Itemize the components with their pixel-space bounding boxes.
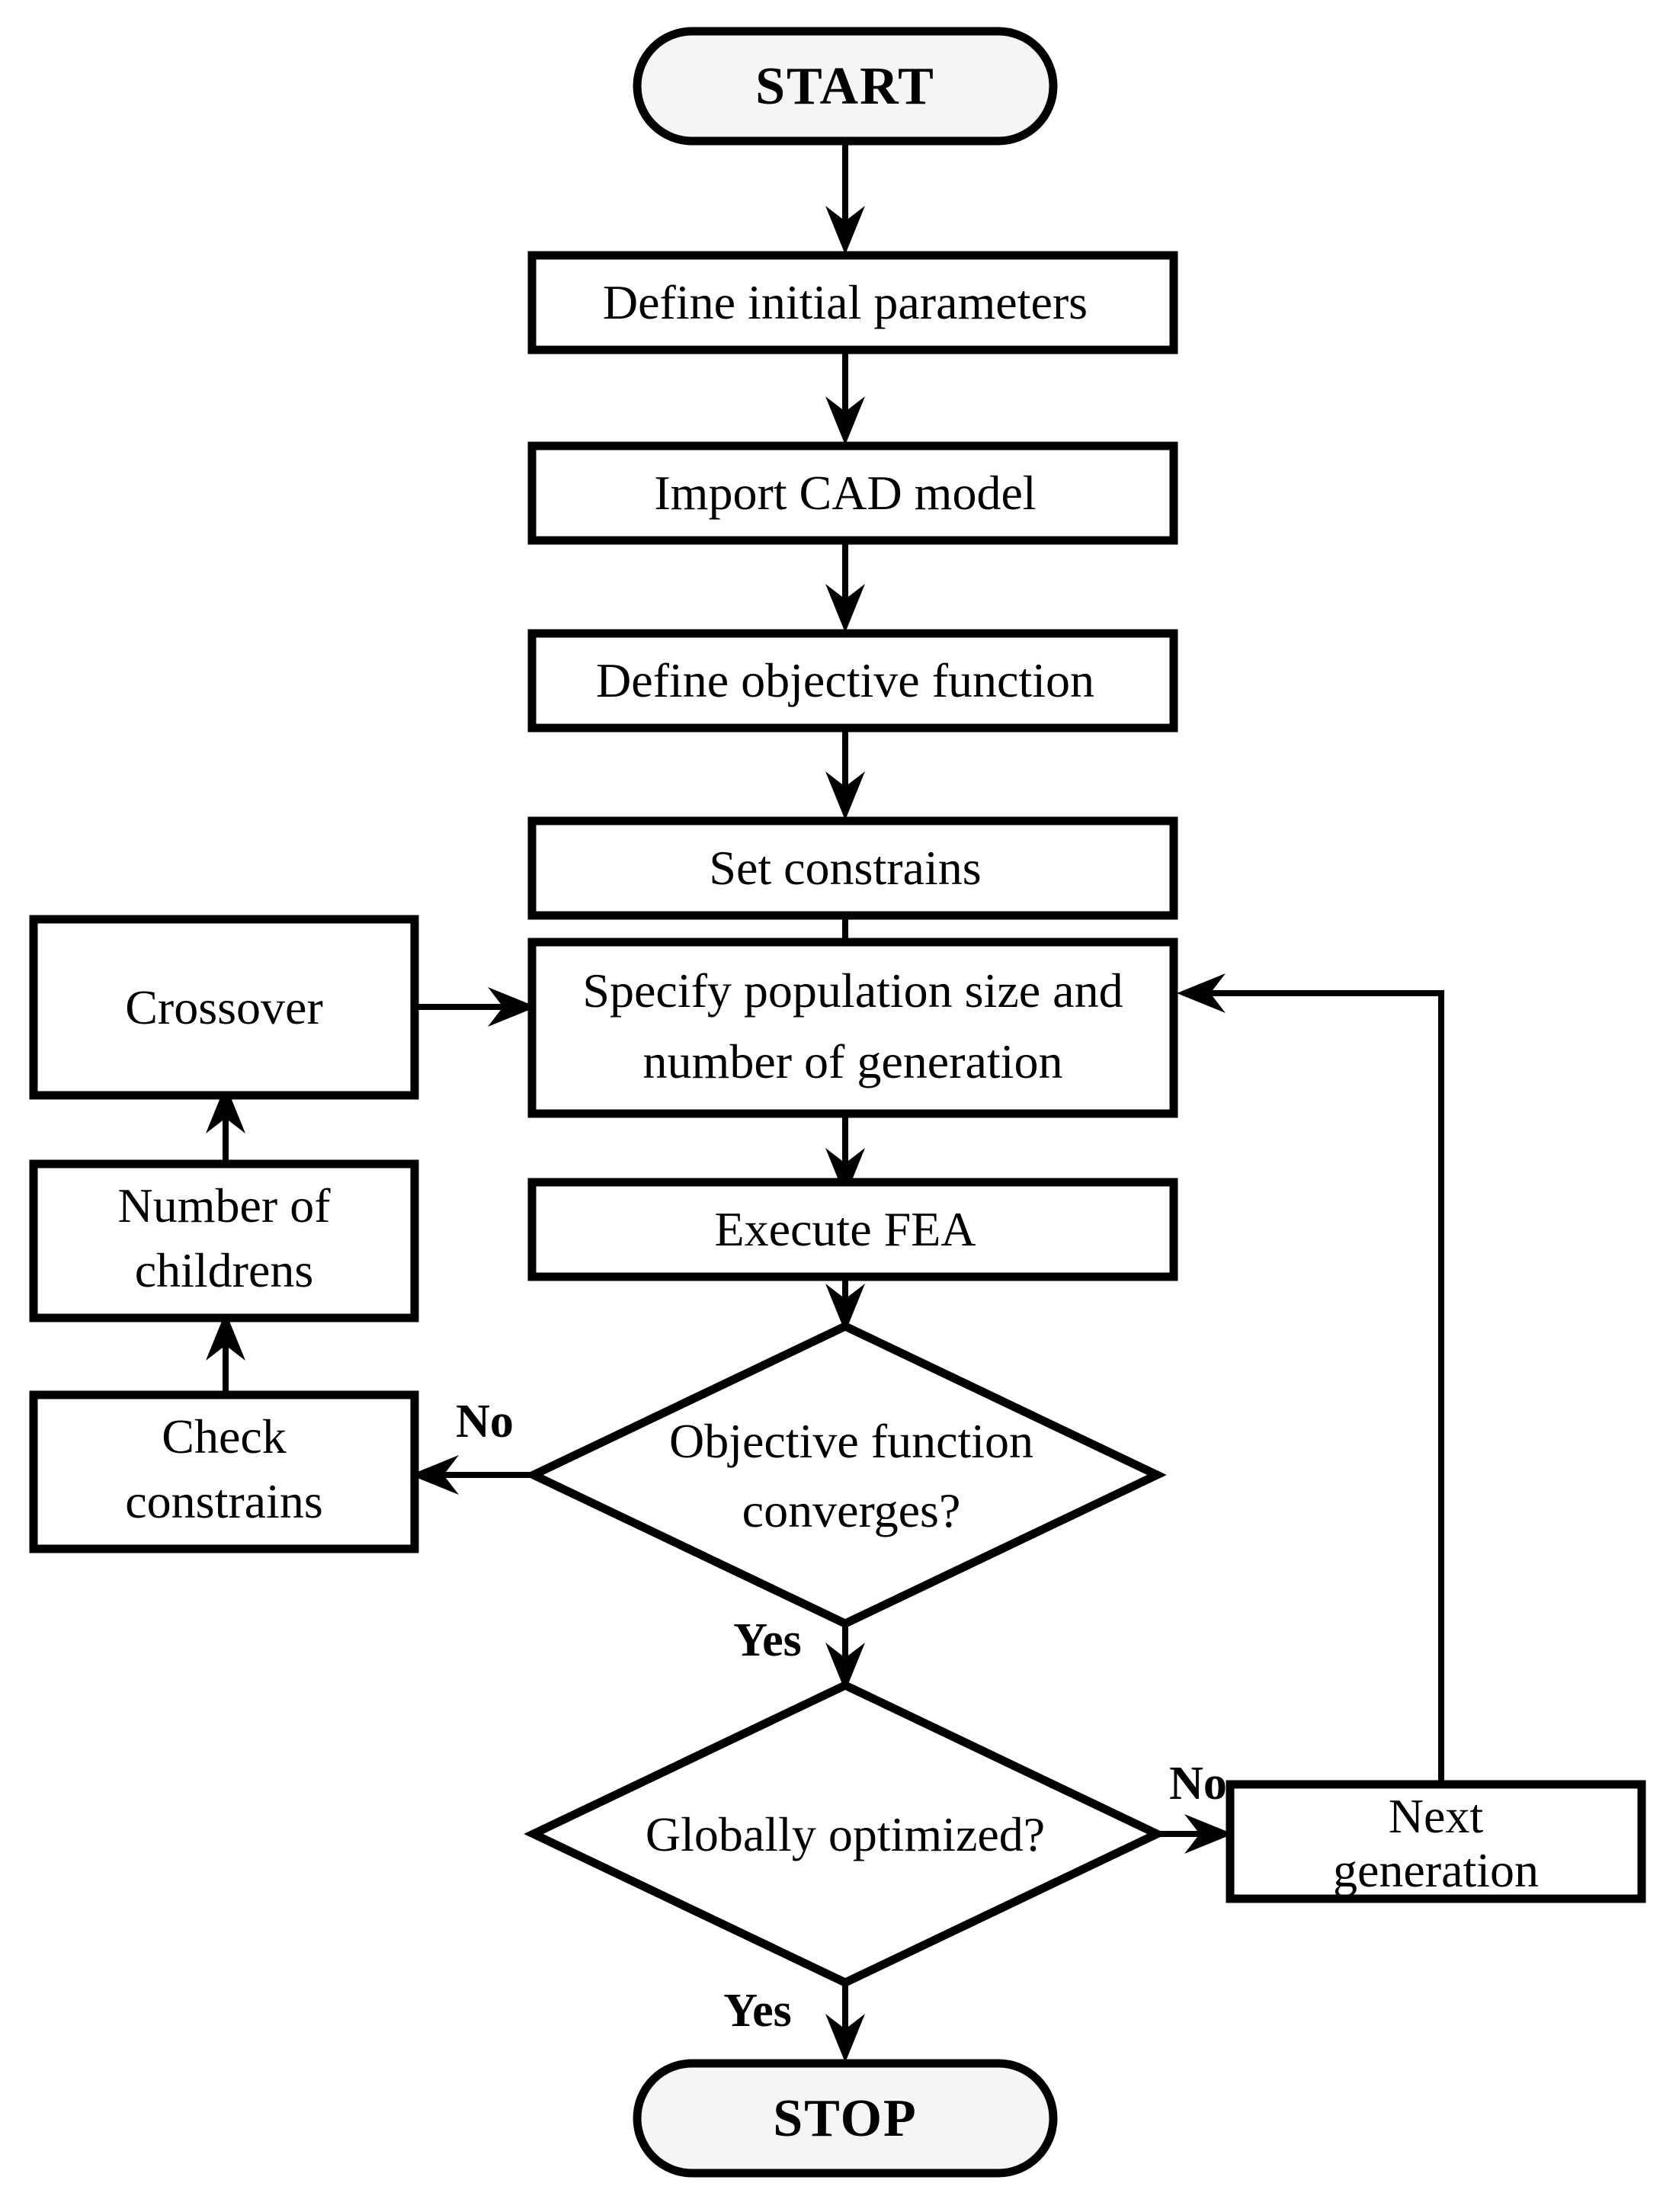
node-execute-fea[interactable]: Execute FEA [527,1178,1178,1281]
check-constrains-label-line2: constrains [125,1474,323,1528]
node-globally-optimized[interactable]: Globally optimized? [524,1680,1167,1988]
check-constrains-label-line1: Check [162,1409,287,1463]
specify-population-label-line2: number of generation [643,1034,1063,1088]
edge-import-cad-to-define-objective [825,540,865,633]
edge-number-of-childrens-to-crossover [206,1085,245,1164]
edge-converges-no-to-check-constrains [410,1455,534,1495]
edge-label-layer: No Yes No Yes [456,1396,1227,2037]
specify-population-label-line1: Specify population size and [582,963,1123,1018]
edge-converges-yes-to-globally-optimized [825,1624,865,1691]
node-check-constrains[interactable]: Check constrains [29,1390,419,1553]
start-shape [633,27,1058,146]
node-stop[interactable]: STOP [633,2059,1058,2178]
node-start[interactable]: START [633,27,1058,146]
node-number-of-childrens[interactable]: Number of childrens [29,1159,419,1322]
stop-shape [633,2059,1058,2178]
edge-crossover-to-specify-population [418,987,537,1027]
define-params-shape [527,251,1178,354]
next-generation-label-line2: generation [1333,1843,1539,1897]
node-set-constrains[interactable]: Set constrains [527,816,1178,920]
crossover-label: Crossover [125,980,323,1034]
define-params-label: Define initial parameters [603,275,1088,329]
edge-optimized-no-to-next-generation [1157,1814,1233,1854]
objective-converges-label-line2: converges? [742,1483,961,1537]
execute-fea-shape [527,1178,1178,1281]
next-generation-shape [1226,1780,1646,1903]
node-crossover[interactable]: Crossover [29,915,419,1100]
edge-check-constrains-to-number-of-childrens [206,1312,245,1395]
node-next-generation[interactable]: Next generation [1226,1780,1646,1903]
number-of-childrens-shape [29,1159,419,1322]
node-objective-converges[interactable]: Objective function converges? [524,1321,1167,1629]
crossover-shape [29,915,419,1100]
node-define-params[interactable]: Define initial parameters [527,251,1178,354]
globally-optimized-label: Globally optimized? [646,1807,1045,1861]
check-constrains-shape [29,1390,419,1553]
edge-label-converges-yes: Yes [733,1614,802,1666]
import-cad-shape [527,441,1178,545]
specify-population-shape [527,938,1178,1118]
globally-optimized-shape [524,1680,1167,1988]
edge-next-generation-to-specify-population [1177,973,1444,1784]
objective-converges-label-line1: Objective function [669,1414,1033,1468]
node-import-cad[interactable]: Import CAD model [527,441,1178,545]
execute-fea-label: Execute FEA [715,1202,976,1256]
number-of-childrens-label-line1: Number of [117,1178,331,1233]
edge-label-optimized-no: No [1169,1758,1227,1810]
node-specify-population[interactable]: Specify population size and number of ge… [527,938,1178,1118]
start-label: START [755,57,935,116]
stop-label: STOP [773,2089,918,2148]
edge-define-objective-to-set-constrains [825,728,865,820]
define-objective-label: Define objective function [596,653,1094,707]
edge-label-optimized-yes: Yes [723,1985,792,2037]
define-objective-shape [527,629,1178,733]
import-cad-label: Import CAD model [654,466,1036,520]
set-constrains-label: Set constrains [709,841,981,895]
edge-specify-population-to-execute-fea [825,1114,865,1197]
edge-start-to-define-params [825,141,865,255]
node-define-objective[interactable]: Define objective function [527,629,1178,733]
edge-label-converges-no: No [456,1396,514,1447]
objective-converges-shape [524,1321,1167,1629]
edge-execute-fea-to-objective-converges [825,1277,865,1332]
next-generation-label-line1: Next [1389,1789,1484,1843]
edge-optimized-yes-to-stop [825,1983,865,2063]
edge-define-params-to-import-cad [825,338,865,445]
set-constrains-shape [527,816,1178,920]
number-of-childrens-label-line2: childrens [135,1243,314,1297]
